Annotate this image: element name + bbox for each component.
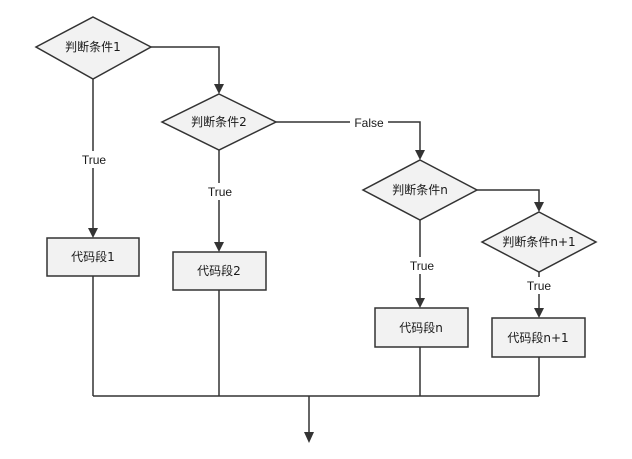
svg-text:代码段n+1: 代码段n+1 — [507, 330, 568, 345]
svg-text:代码段2: 代码段2 — [197, 263, 241, 278]
decision-cond1: 判断条件1 — [34, 16, 153, 80]
svg-text:代码段n: 代码段n — [399, 320, 443, 335]
svg-text:True: True — [410, 259, 435, 273]
process-block2: 代码段2 — [172, 251, 267, 291]
edge-condn-to-condn1 — [477, 189, 540, 202]
arrowhead-block2 — [214, 242, 224, 252]
process-blockn: 代码段n — [374, 307, 469, 348]
edge-cond1-to-cond2 — [151, 46, 220, 84]
decision-cond2: 判断条件2 — [160, 93, 278, 151]
svg-text:判断条件n: 判断条件n — [392, 182, 448, 197]
process-blockn1: 代码段n+1 — [491, 317, 586, 358]
decision-condn: 判断条件n — [361, 159, 479, 221]
svg-text:True: True — [208, 185, 233, 199]
arrowhead-condn — [415, 150, 425, 160]
edge-label-cond2-false: False — [350, 114, 388, 131]
arrowhead-condn1 — [534, 202, 544, 212]
svg-text:判断条件1: 判断条件1 — [65, 39, 121, 54]
process-block1: 代码段1 — [46, 237, 140, 277]
edge-label-cond1-true: True — [76, 151, 110, 168]
decision-condn1: 判断条件n+1 — [480, 211, 598, 273]
svg-text:判断条件2: 判断条件2 — [191, 114, 247, 129]
arrowhead-blockn1 — [534, 308, 544, 318]
edge-cond2-false — [276, 121, 421, 150]
svg-text:True: True — [527, 279, 552, 293]
svg-text:False: False — [354, 116, 384, 130]
edge-label-condn-true: True — [404, 257, 438, 274]
arrowhead-exit — [304, 432, 314, 443]
arrowhead-cond2 — [214, 84, 224, 94]
svg-text:True: True — [82, 153, 107, 167]
arrowhead-block1 — [88, 228, 98, 238]
svg-text:判断条件n+1: 判断条件n+1 — [502, 234, 575, 249]
arrowhead-blockn — [415, 298, 425, 308]
edge-label-cond2-true: True — [202, 183, 236, 200]
svg-text:代码段1: 代码段1 — [71, 249, 115, 264]
edge-label-condn1-true: True — [522, 277, 556, 294]
